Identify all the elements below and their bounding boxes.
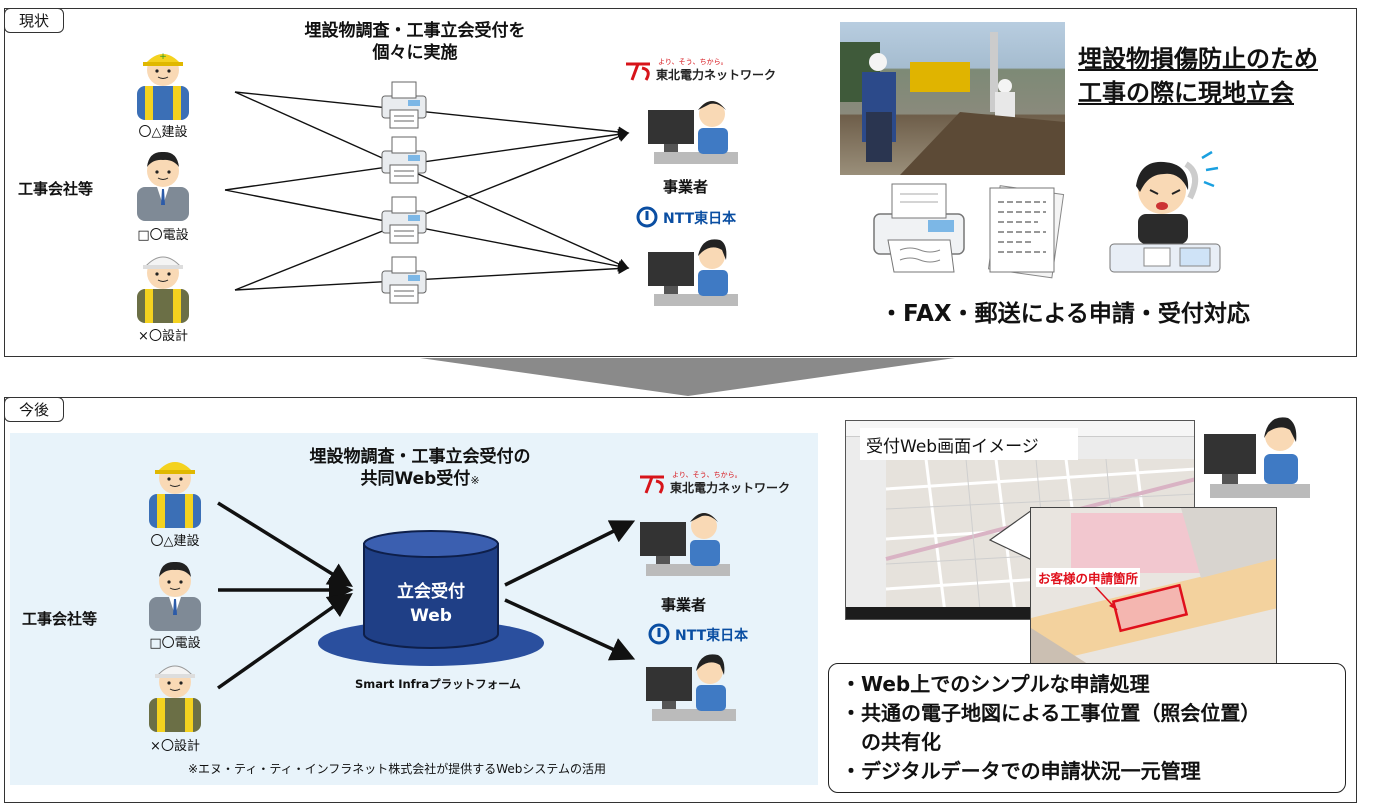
- future-title-line2: 共同Web受付: [360, 469, 471, 489]
- svg-text:+: +: [159, 52, 167, 62]
- current-title-line2: 個々に実施: [372, 43, 458, 63]
- benefit-1: ・Web上でのシンプルな申請処理: [841, 672, 1150, 696]
- future-title: 埋設物調査・工事立会受付の 共同Web受付※: [255, 446, 585, 492]
- ntt-name-future: NTT東日本: [675, 628, 749, 644]
- platform-label: Smart Infraプラットフォーム: [355, 677, 521, 691]
- database-label: 立会受付 Web: [362, 580, 500, 628]
- future-title-mark: ※: [470, 474, 480, 487]
- current-headline: 埋設物損傷防止のため 工事の際に現地立会: [1078, 42, 1318, 110]
- companies-label-future: 工事会社等: [22, 610, 98, 628]
- current-tag: 現状: [4, 8, 65, 33]
- database-label-line1: 立会受付: [397, 582, 465, 602]
- worker-label-2: □〇電設: [137, 228, 189, 243]
- tohoku-tagline-future: より、そう、ちから。: [672, 471, 742, 479]
- screen-label-box: [860, 428, 1078, 460]
- worker-icon-2: [133, 143, 193, 221]
- benefits-box: ・Web上でのシンプルな申請処理 ・共通の電子地図による工事位置（照会位置） の…: [828, 663, 1346, 793]
- future-title-line2-wrap: 共同Web受付※: [255, 468, 585, 492]
- current-headline-line1: 埋設物損傷防止のため: [1078, 45, 1318, 73]
- ntt-logo-current: NTT東日本: [636, 206, 776, 230]
- tohoku-logo-current: より、そう、ちから。 東北電力ネットワーク: [624, 58, 794, 84]
- future-tag: 今後: [4, 397, 65, 422]
- tohoku-tagline: より、そう、ちから。: [658, 58, 728, 66]
- tohoku-name: 東北電力ネットワーク: [656, 68, 777, 82]
- benefit-2-cont: の共有化: [841, 730, 941, 754]
- map-callout: お客様の申請箇所: [1036, 568, 1141, 587]
- fax-note: ・FAX・郵送による申請・受付対応: [880, 301, 1250, 327]
- future-title-line1: 埋設物調査・工事立会受付の: [309, 447, 531, 467]
- worker-label-3: ×〇設計: [138, 329, 188, 344]
- worker-label-4: 〇△建設: [150, 534, 200, 549]
- operator-label-current: 事業者: [663, 178, 709, 196]
- zoom-map: お客様の申請箇所: [1030, 507, 1277, 665]
- companies-label-current: 工事会社等: [18, 180, 94, 198]
- footnote: ※エヌ・ティ・ティ・インフラネット株式会社が提供するWebシステムの活用: [188, 762, 607, 776]
- screen-label: 受付Web画面イメージ: [866, 437, 1039, 457]
- current-title-line1: 埋設物調査・工事立会受付を: [304, 21, 526, 41]
- worker-icon-1: +: [133, 42, 193, 120]
- benefit-3: ・デジタルデータでの申請状況一元管理: [841, 759, 1201, 783]
- operator-label-future: 事業者: [661, 596, 707, 614]
- database-label-line2: Web: [410, 606, 452, 626]
- database-cylinder: [362, 530, 500, 650]
- worker-label-5: □〇電設: [149, 636, 201, 651]
- worker-label-1: 〇△建設: [138, 125, 188, 140]
- ntt-logo-future: NTT東日本: [648, 623, 788, 647]
- tohoku-logo-future: より、そう、ちから。 東北電力ネットワーク: [638, 471, 808, 497]
- current-title: 埋設物調査・工事立会受付を 個々に実施: [250, 20, 580, 64]
- worker-icon-3: [133, 245, 193, 323]
- worker-label-6: ×〇設計: [150, 739, 200, 754]
- site-photo: [840, 22, 1065, 175]
- ntt-name: NTT東日本: [663, 211, 737, 227]
- tohoku-name-future: 東北電力ネットワーク: [670, 481, 791, 495]
- current-headline-line2: 工事の際に現地立会: [1078, 79, 1294, 107]
- benefit-2: ・共通の電子地図による工事位置（照会位置）: [841, 701, 1261, 725]
